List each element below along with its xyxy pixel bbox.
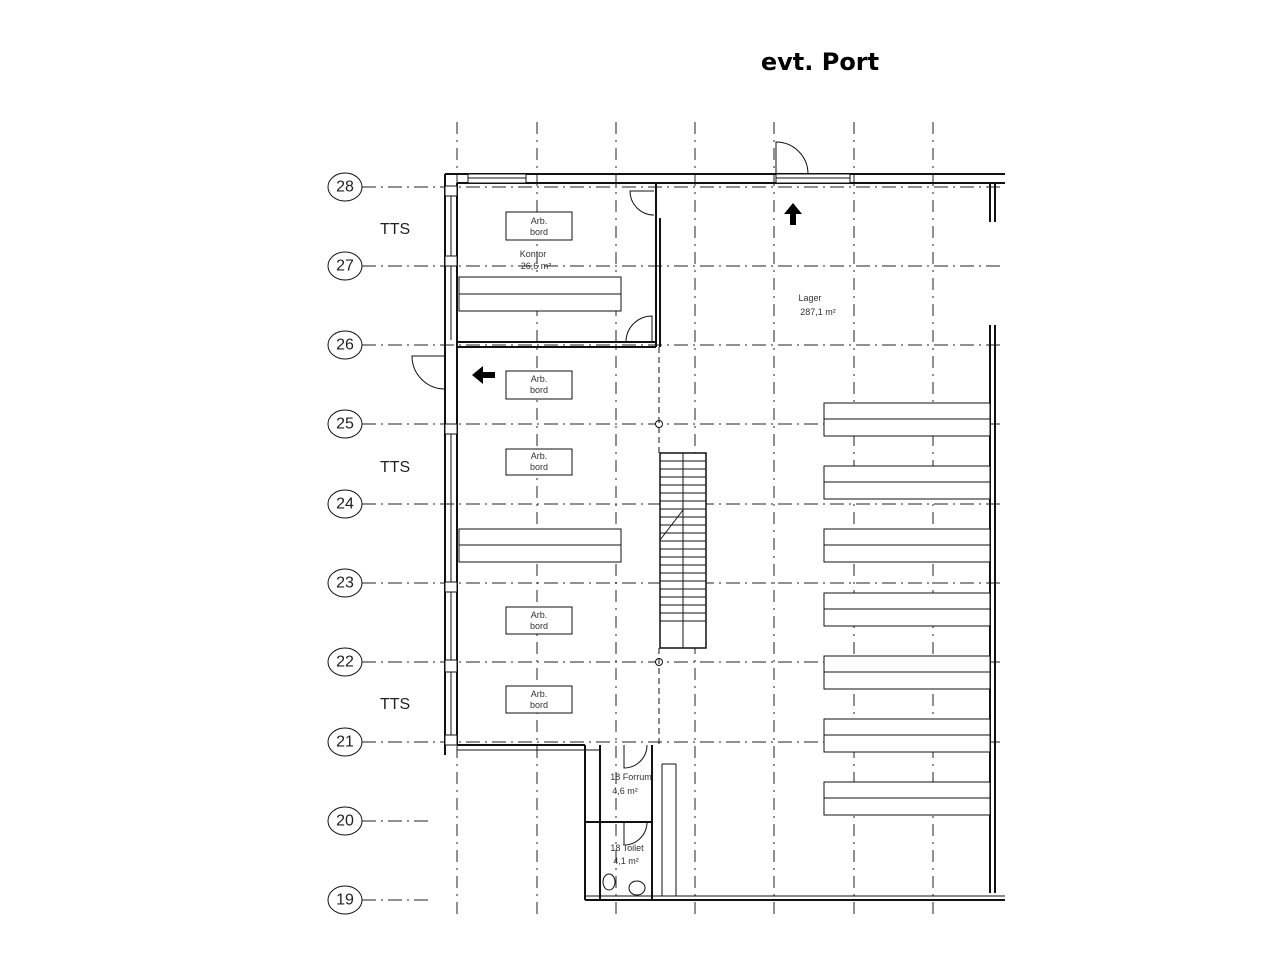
room-labels: Kontor 26,6 m² Lager 287,1 m² 18 Forrum … xyxy=(520,249,836,866)
grid-bubble-22 xyxy=(327,647,363,677)
office-partition xyxy=(457,183,661,348)
work-desk-label: bord xyxy=(530,385,548,395)
office-room-name: Kontor xyxy=(520,249,547,259)
grid-bubble-26 xyxy=(327,330,363,360)
arrow-up-icon xyxy=(784,203,802,225)
grid-label-22: 22 xyxy=(336,654,354,671)
grid-bubbles: 28 27 26 25 24 23 22 21 20 19 xyxy=(327,172,363,915)
grid-label-26: 26 xyxy=(336,337,354,354)
storage-room-name: Lager xyxy=(798,293,821,303)
grid-bubble-19 xyxy=(327,885,363,915)
anteroom-name: 18 Forrum xyxy=(610,772,652,782)
storage-racks xyxy=(823,402,991,816)
grid-label-21: 21 xyxy=(336,734,354,751)
grid-label-27: 27 xyxy=(336,258,354,275)
door-swing xyxy=(625,315,653,343)
work-desk-label: Arb. xyxy=(531,216,548,226)
work-desks: Arb. bord Arb. bord Arb. bord Arb. bord … xyxy=(505,211,573,714)
toilet-name: 18 Toilet xyxy=(610,843,644,853)
work-desk xyxy=(505,370,573,400)
toilet-area: 4,1 m² xyxy=(613,856,639,866)
grid-label-20: 20 xyxy=(336,813,354,830)
horizontal-grid-lines xyxy=(362,186,1005,901)
storage-room-area: 287,1 m² xyxy=(800,307,836,317)
grid-bubble-28 xyxy=(327,172,363,202)
work-desk-label: Arb. xyxy=(531,689,548,699)
left-workbenches xyxy=(458,276,622,563)
restroom-block xyxy=(585,744,677,900)
doors xyxy=(411,141,809,390)
tts-label: TTS xyxy=(380,696,410,713)
work-desk xyxy=(505,448,573,476)
grid-label-23: 23 xyxy=(336,575,354,592)
tts-label: TTS xyxy=(380,459,410,476)
grid-bubble-25 xyxy=(327,409,363,439)
work-desk-label: Arb. xyxy=(531,374,548,384)
work-desk xyxy=(505,685,573,714)
work-desk xyxy=(505,211,573,241)
grid-bubble-24 xyxy=(327,489,363,519)
door-swing xyxy=(411,355,446,390)
door-swing xyxy=(775,141,809,175)
grid-label-28: 28 xyxy=(336,179,354,196)
anteroom-area: 4,6 m² xyxy=(612,786,638,796)
tts-label: TTS xyxy=(380,221,410,238)
work-desk-label: Arb. xyxy=(531,451,548,461)
work-desk-label: bord xyxy=(530,621,548,631)
work-desk xyxy=(505,606,573,635)
grid-bubble-27 xyxy=(327,251,363,281)
door-swing xyxy=(629,190,655,216)
grid-label-25: 25 xyxy=(336,416,354,433)
grid-label-24: 24 xyxy=(336,496,354,513)
staircase xyxy=(655,347,707,745)
grid-bubble-20 xyxy=(327,806,363,836)
work-desk-label: bord xyxy=(530,700,548,710)
work-desk-label: bord xyxy=(530,227,548,237)
work-desk-label: Arb. xyxy=(531,610,548,620)
arrow-left-icon xyxy=(472,366,495,384)
grid-bubble-21 xyxy=(327,727,363,757)
office-room-area: 26,6 m² xyxy=(521,261,552,271)
grid-label-19: 19 xyxy=(336,892,354,909)
work-desk-label: bord xyxy=(530,462,548,472)
grid-bubble-23 xyxy=(327,568,363,598)
plan-title: evt. Port xyxy=(760,48,880,76)
